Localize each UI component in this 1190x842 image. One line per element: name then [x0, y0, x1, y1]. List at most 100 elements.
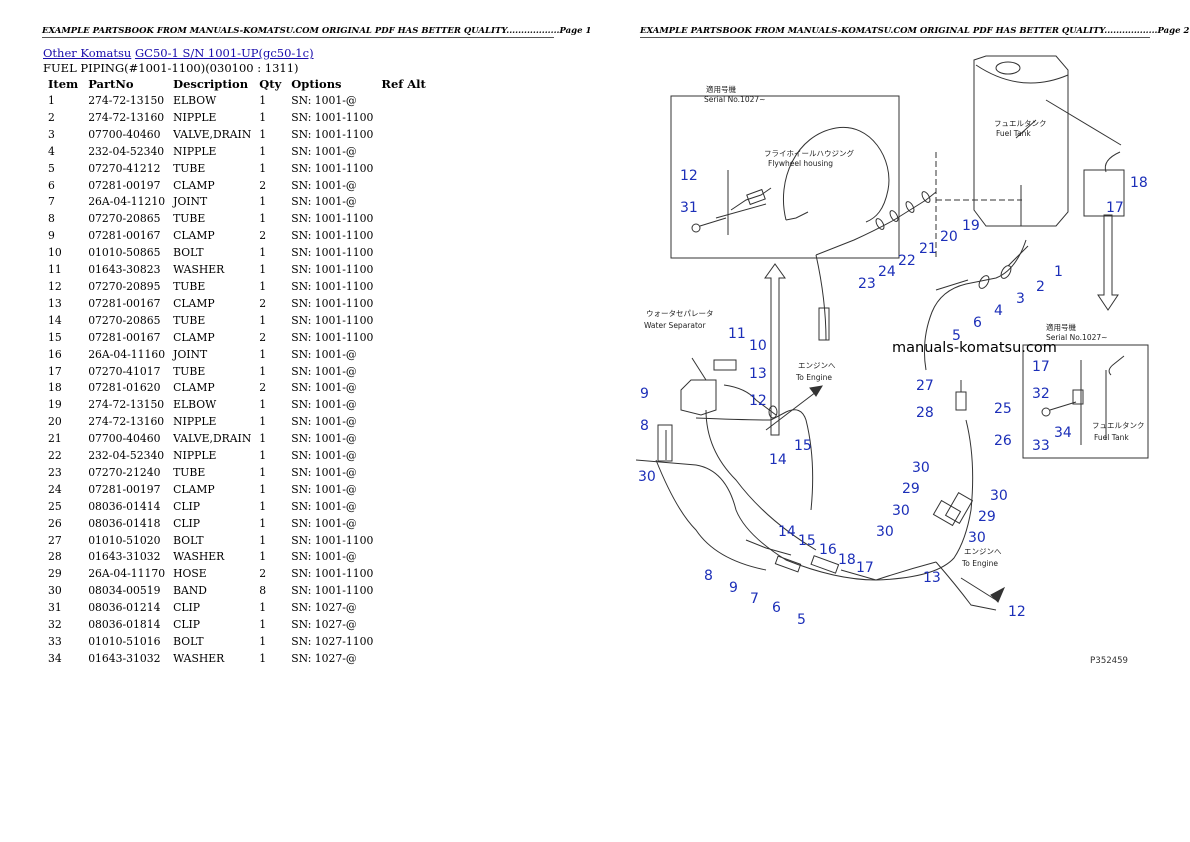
cell-item: 16 — [48, 347, 62, 361]
callout: 14 — [769, 452, 787, 468]
cell-partno: 07270-20865 — [88, 313, 161, 327]
cell-partno: 07700-40460 — [88, 127, 161, 141]
cell-item: 11 — [48, 263, 62, 277]
cell-options: SN: 1001-1100 — [291, 533, 374, 547]
callout: 6 — [973, 315, 982, 331]
cell-qty: 1 — [259, 212, 267, 226]
cell-description: NIPPLE — [173, 144, 217, 158]
cell-ref-alt — [377, 651, 431, 668]
callout: 31 — [680, 200, 698, 216]
cell-item: 27 — [48, 533, 62, 547]
breadcrumb-link-model[interactable]: GC50-1 S/N 1001-UP(gc50-1c) — [134, 46, 314, 60]
cell-options: SN: 1001-1100 — [291, 229, 374, 243]
col-header-item: Item — [48, 77, 79, 91]
cell-qty: 2 — [259, 567, 267, 581]
cell-ref-alt — [377, 414, 431, 431]
cell-item: 22 — [48, 449, 62, 463]
label-water-sep-jp: ウォータセパレータ — [646, 309, 714, 318]
page-header-right: EXAMPLE PARTSBOOK FROM MANUALS-KOMATSU.C… — [640, 26, 1190, 36]
cell-qty: 8 — [259, 584, 267, 598]
cell-ref-alt — [377, 161, 431, 178]
label-flywheel-jp: フライホイールハウジング — [764, 148, 854, 158]
cell-partno: 01643-31032 — [88, 550, 161, 564]
cell-description: TUBE — [173, 364, 206, 378]
cell-ref-alt — [377, 499, 431, 516]
cell-qty: 1 — [259, 279, 267, 293]
cell-ref-alt — [377, 431, 431, 448]
cell-partno: 08036-01814 — [88, 618, 161, 632]
callout: 15 — [798, 533, 816, 549]
cell-qty: 1 — [259, 618, 267, 632]
cell-ref-alt — [377, 211, 431, 228]
cell-ref-alt — [377, 228, 431, 245]
cell-item: 4 — [48, 144, 55, 158]
callout: 30 — [990, 488, 1008, 504]
cell-partno: 07281-00197 — [88, 178, 161, 192]
cell-description: VALVE,DRAIN — [173, 432, 252, 446]
diagram-svg: 適用号機 Serial No.1027~ フライホイールハウジング Flywhe… — [636, 55, 1149, 666]
cell-ref-alt — [377, 634, 431, 651]
cell-qty: 2 — [259, 178, 267, 192]
cell-ref-alt — [377, 93, 431, 110]
cell-partno: 01643-30823 — [88, 263, 161, 277]
diagram-part-code: P352459 — [1090, 656, 1128, 666]
cell-item: 7 — [48, 195, 55, 209]
cell-qty: 1 — [259, 110, 267, 124]
cell-qty: 1 — [259, 651, 267, 665]
cell-qty: 1 — [259, 398, 267, 412]
cell-description: HOSE — [173, 567, 207, 581]
cell-item: 15 — [48, 330, 62, 344]
cell-item: 9 — [48, 229, 55, 243]
cell-qty: 1 — [259, 364, 267, 378]
cell-partno: 274-72-13160 — [88, 110, 165, 124]
cell-ref-alt — [377, 347, 431, 364]
cell-item: 25 — [48, 499, 62, 513]
label-serial-no-1: Serial No.1027~ — [704, 95, 765, 104]
cell-item: 29 — [48, 567, 62, 581]
cell-item: 28 — [48, 550, 62, 564]
cell-ref-alt — [377, 144, 431, 161]
label-to-engine-1: To Engine — [795, 373, 832, 382]
cell-options: SN: 1001-1100 — [291, 313, 374, 327]
cell-options: SN: 1001-@ — [291, 516, 357, 530]
cell-partno: 07281-00197 — [88, 482, 161, 496]
cell-qty: 1 — [259, 465, 267, 479]
cell-ref-alt — [377, 279, 431, 296]
cell-options: SN: 1001-@ — [291, 432, 357, 446]
cell-description: CLAMP — [173, 229, 215, 243]
cell-partno: 07281-00167 — [88, 296, 161, 310]
callout: 16 — [819, 542, 837, 558]
cell-options: SN: 1001-@ — [291, 178, 357, 192]
callout: 30 — [968, 530, 986, 546]
callout: 27 — [916, 378, 934, 394]
cell-item: 20 — [48, 415, 62, 429]
callout: 2 — [1036, 279, 1045, 295]
cell-description: WASHER — [173, 550, 225, 564]
callout: 18 — [838, 552, 856, 568]
cell-partno: 08036-01214 — [88, 601, 161, 615]
cell-partno: 01643-31032 — [88, 651, 161, 665]
cell-item: 34 — [48, 651, 62, 665]
inset-tank-box — [1022, 344, 1149, 459]
callout: 9 — [729, 580, 738, 596]
cell-description: TUBE — [173, 279, 206, 293]
breadcrumb-link-brand[interactable]: Other Komatsu — [43, 46, 132, 60]
cell-description: BOLT — [173, 246, 204, 260]
cell-qty: 1 — [259, 263, 267, 277]
callout: 26 — [994, 433, 1012, 449]
callout: 20 — [940, 229, 958, 245]
cell-options: SN: 1001-@ — [291, 195, 357, 209]
cell-options: SN: 1001-@ — [291, 398, 357, 412]
cell-item: 32 — [48, 618, 62, 632]
cell-item: 24 — [48, 482, 62, 496]
callout: 8 — [704, 568, 713, 584]
header-divider-right — [640, 37, 1150, 38]
